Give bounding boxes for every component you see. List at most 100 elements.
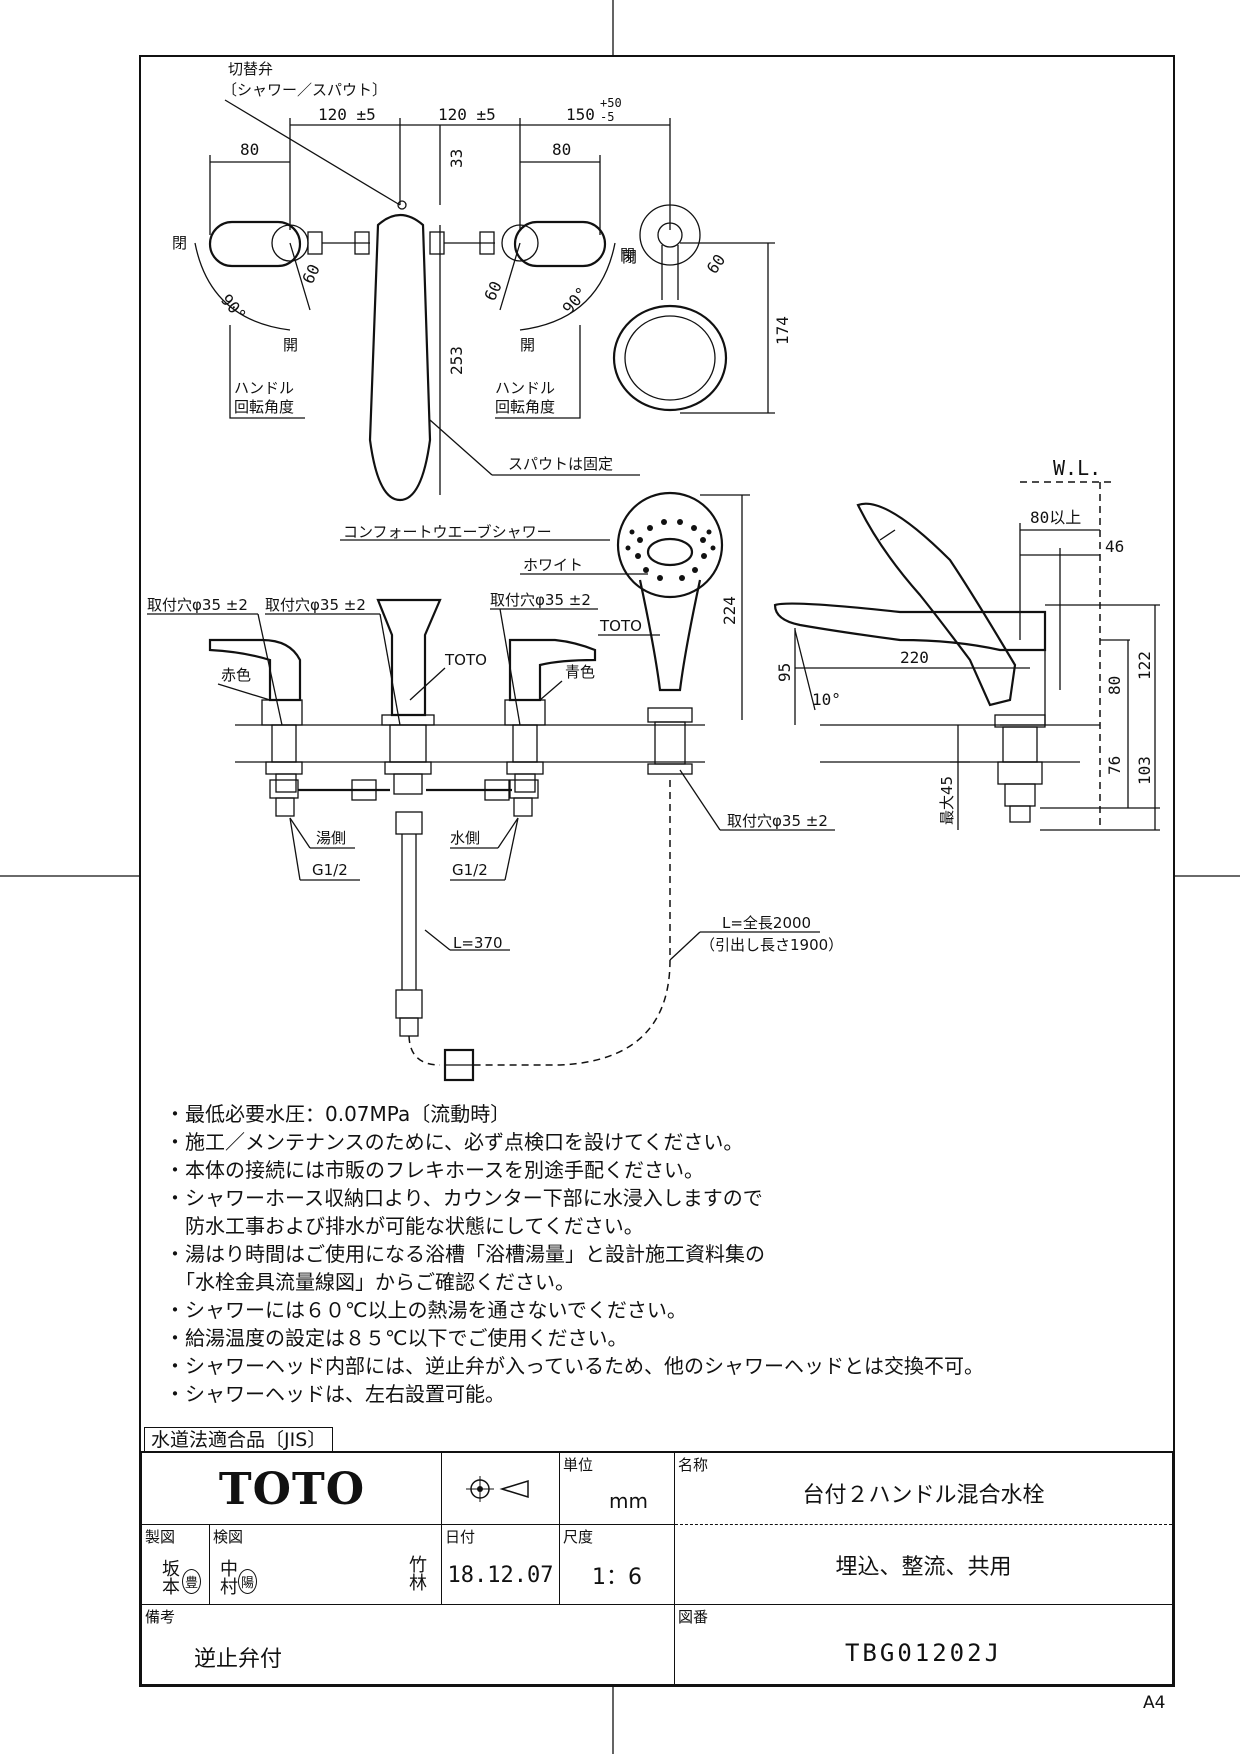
date-cell: 日付 18.12.07 — [442, 1525, 560, 1605]
dim-90-right: 90° — [559, 283, 592, 317]
notes-list: ・最低必要水圧：0.07MPa〔流動時〕 ・施工／メンテナンスのために、必ず点検… — [165, 1100, 1175, 1408]
drawn-label: 製図 — [145, 1528, 176, 1546]
dim-122: 122 — [1135, 651, 1154, 680]
dim-60-shower: 60 — [703, 251, 730, 278]
date-label: 日付 — [445, 1528, 476, 1546]
toto-logo: TOTO — [218, 1463, 366, 1515]
scale-label: 尺度 — [563, 1528, 594, 1546]
handle-angle-right-2: 回転角度 — [495, 398, 555, 416]
wl-label: W.L. — [1053, 456, 1101, 480]
hose-short-label: L=370 — [453, 934, 503, 952]
unit-label: 単位 — [563, 1456, 594, 1474]
cold-side-label: 水側 — [450, 829, 480, 847]
thread-left: G1/2 — [312, 861, 348, 879]
dim-tol-plus: +50 — [600, 96, 622, 110]
dim-80-side: 80 — [1105, 676, 1124, 695]
note-item: ・最低必要水圧：0.07MPa〔流動時〕 — [165, 1102, 511, 1126]
note-item: ・湯はり時間はご使用になる浴槽「浴槽湯量」と設計施工資料集の — [165, 1242, 765, 1266]
remarks-label: 備考 — [145, 1608, 176, 1626]
dim-150: 150 — [566, 105, 595, 124]
note-item: 「水栓金具流量線図」からご確認ください。 — [165, 1270, 575, 1294]
thread-right: G1/2 — [452, 861, 488, 879]
name-label: 名称 — [678, 1456, 709, 1474]
remarks-value: 逆止弁付 — [194, 1647, 283, 1672]
drawn-stamp: 豊 — [182, 1569, 202, 1594]
remarks-cell: 備考 逆止弁付 — [142, 1605, 675, 1684]
hole-label-4: 取付穴φ35 ±2 — [727, 812, 828, 830]
shower-name-label: コンフォートウエーブシャワー — [343, 523, 552, 541]
note-item: 防水工事および排水が可能な状態にしてください。 — [165, 1214, 644, 1238]
handle-angle-left-1: ハンドル — [234, 379, 294, 397]
scale-cell: 尺度 1：6 — [560, 1525, 675, 1605]
note-item: ・シャワーヘッドは、左右設置可能。 — [165, 1382, 505, 1406]
jis-label: 水道法適合品〔JIS〕 — [144, 1427, 334, 1452]
toto-spout-label: TOTO — [444, 651, 487, 669]
hot-side-label: 湯側 — [316, 829, 346, 847]
dim-80-min: 80以上 — [1030, 508, 1081, 527]
checked-label: 検図 — [213, 1528, 244, 1546]
note-item: ・シャワーホース収納口より、カウンター下部に水浸入しますので — [165, 1186, 763, 1210]
top-view: 切替弁 〔シャワー／スパウト〕 120 ±5 120 ±5 150 +50 -5… — [172, 60, 792, 502]
dim-33: 33 — [447, 149, 466, 168]
hose-total-label: L=全長2000 — [722, 914, 811, 932]
scale-value: 1：6 — [592, 1565, 642, 1590]
dim-120-left: 120 ±5 — [318, 105, 376, 124]
dim-253: 253 — [447, 346, 466, 375]
logo-cell: TOTO — [142, 1453, 442, 1525]
hole-label-1: 取付穴φ35 ±2 — [147, 596, 248, 614]
valve-label: 切替弁 — [228, 60, 273, 78]
toto-shower-label: TOTO — [599, 617, 642, 635]
hose-pull-label: （引出し長さ1900） — [700, 936, 843, 954]
dim-80-left: 80 — [240, 140, 259, 159]
dim-95: 95 — [775, 663, 794, 682]
side-view: W.L. 80以上 46 220 95 10° 80 — [773, 456, 1160, 831]
checked-by-2: 竹林 — [406, 1555, 427, 1591]
projection-symbol-icon — [465, 1475, 529, 1502]
name-cell: 名称 台付２ハンドル混合水栓 — [675, 1453, 1172, 1525]
dim-76: 76 — [1105, 756, 1124, 775]
paper-size: A4 — [1143, 1693, 1166, 1713]
dim-10deg: 10° — [812, 690, 841, 709]
dim-103: 103 — [1135, 756, 1154, 785]
valve-sublabel: 〔シャワー／スパウト〕 — [222, 81, 387, 99]
dim-174: 174 — [773, 316, 792, 345]
dim-220: 220 — [900, 648, 929, 667]
dim-80-right: 80 — [552, 140, 571, 159]
closed-left: 閉 — [172, 234, 187, 252]
drawing-number: TBG01202J — [844, 1639, 1003, 1667]
dim-224: 224 — [720, 596, 739, 625]
dim-90-left: 90° — [217, 290, 250, 324]
drawing-no-cell: 図番 TBG01202J — [675, 1605, 1172, 1684]
note-item: ・シャワーヘッド内部には、逆止弁が入っているため、他のシャワーヘッドとは交換不可… — [165, 1354, 984, 1378]
drawn-by: 坂本 — [159, 1559, 180, 1595]
product-subname: 埋込、整流、共用 — [675, 1525, 1172, 1605]
note-item: ・施工／メンテナンスのために、必ず点検口を設けてください。 — [165, 1130, 744, 1154]
note-item: ・シャワーには６０℃以上の熱湯を通さないでください。 — [165, 1298, 687, 1322]
dim-60-mid: 60 — [480, 278, 505, 303]
projection-symbol-cell — [442, 1453, 560, 1525]
red-label: 赤色 — [221, 666, 251, 684]
unit-value: mm — [609, 1489, 648, 1513]
checked-stamp: 陽 — [238, 1569, 258, 1594]
closed-shower: 閉 — [622, 248, 637, 266]
product-name: 台付２ハンドル混合水栓 — [802, 1483, 1045, 1508]
hole-label-2: 取付穴φ35 ±2 — [265, 596, 366, 614]
date-value: 18.12.07 — [447, 1562, 554, 1588]
note-item: ・本体の接続には市販のフレキホースを別途手配ください。 — [165, 1158, 704, 1182]
unit-cell: 単位 mm — [560, 1453, 675, 1525]
dim-tol-minus: -5 — [600, 110, 614, 124]
handle-angle-left-2: 回転角度 — [234, 398, 294, 416]
checked-cell: 検図 中村 陽 竹林 — [210, 1525, 442, 1605]
open-right: 開 — [520, 336, 535, 354]
dim-120-right: 120 ±5 — [438, 105, 496, 124]
blue-label: 青色 — [565, 663, 595, 681]
spout-fixed-label: スパウトは固定 — [508, 455, 613, 473]
handle-angle-right-1: ハンドル — [495, 379, 555, 397]
dim-46: 46 — [1105, 537, 1124, 556]
note-item: ・給湯温度の設定は８５℃以下でご使用ください。 — [165, 1326, 628, 1350]
open-left: 開 — [283, 336, 298, 354]
drawing-no-label: 図番 — [678, 1608, 709, 1626]
white-label: ホワイト — [523, 556, 583, 574]
